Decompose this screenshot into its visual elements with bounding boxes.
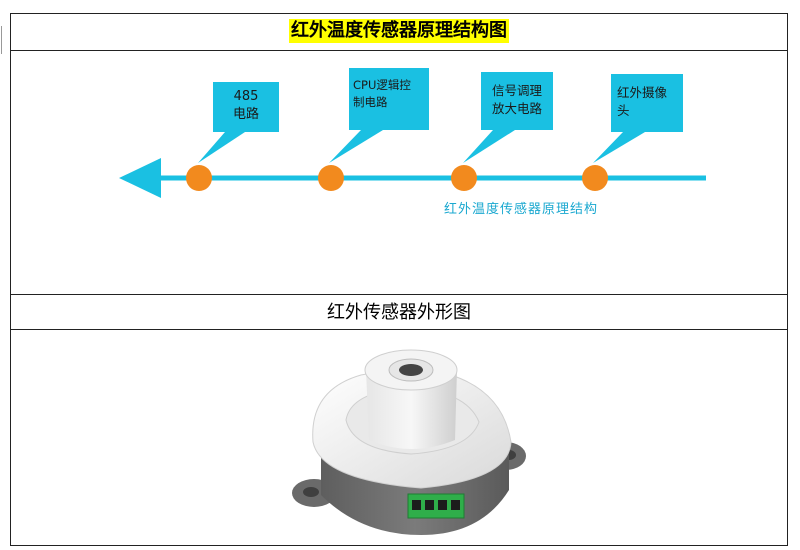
callout-label-line1: 485 — [234, 89, 259, 104]
callout-label-line2: 电路 — [233, 106, 259, 122]
callout-pointer — [463, 130, 515, 163]
document-table: 红外温度传感器原理结构图 485 电路 CPU逻辑控 制电路 — [1, 13, 788, 546]
node-camera — [582, 165, 608, 191]
callout-box — [481, 72, 553, 130]
callout-485: 485 电路 — [198, 82, 279, 163]
callout-cpu: CPU逻辑控 制电路 — [329, 68, 429, 163]
callout-box — [213, 82, 279, 132]
node-signal — [451, 165, 477, 191]
callout-pointer — [593, 132, 645, 163]
edge-mark — [1, 26, 2, 54]
structure-diagram: 485 电路 CPU逻辑控 制电路 信号调理 放大电路 红外摄像 — [119, 68, 706, 217]
callout-label-line1: 信号调理 — [492, 83, 543, 98]
sensor-lens-body — [366, 370, 457, 449]
subtitle-row: 红外传感器外形图 — [11, 295, 787, 330]
callout-label-line2: 放大电路 — [492, 101, 543, 116]
title-row: 红外温度传感器原理结构图 — [1, 14, 787, 54]
document-title: 红外温度传感器原理结构图 — [289, 19, 509, 43]
callout-box — [611, 74, 683, 132]
callout-pointer — [198, 132, 245, 163]
sensor-product-image — [292, 349, 526, 535]
callout-label-line1: CPU逻辑控 — [353, 78, 411, 92]
callout-signal: 信号调理 放大电路 — [463, 72, 553, 163]
node-485 — [186, 165, 212, 191]
callout-pointer — [329, 130, 383, 163]
photo-section-title: 红外传感器外形图 — [327, 302, 471, 323]
timeline-arrowhead — [119, 158, 161, 198]
terminal-connector — [407, 493, 465, 519]
diagram-row: 485 电路 CPU逻辑控 制电路 信号调理 放大电路 红外摄像 — [11, 51, 787, 295]
callout-label-line1: 红外摄像 — [617, 85, 668, 100]
callout-label-line2: 制电路 — [353, 95, 388, 109]
callout-label-line2: 头 — [617, 103, 630, 118]
sensor-lens-window — [399, 364, 423, 376]
node-cpu — [318, 165, 344, 191]
callout-camera: 红外摄像 头 — [593, 74, 683, 163]
diagram-caption: 红外温度传感器原理结构 — [444, 201, 598, 217]
photo-row — [11, 330, 787, 545]
callout-box — [349, 68, 429, 130]
